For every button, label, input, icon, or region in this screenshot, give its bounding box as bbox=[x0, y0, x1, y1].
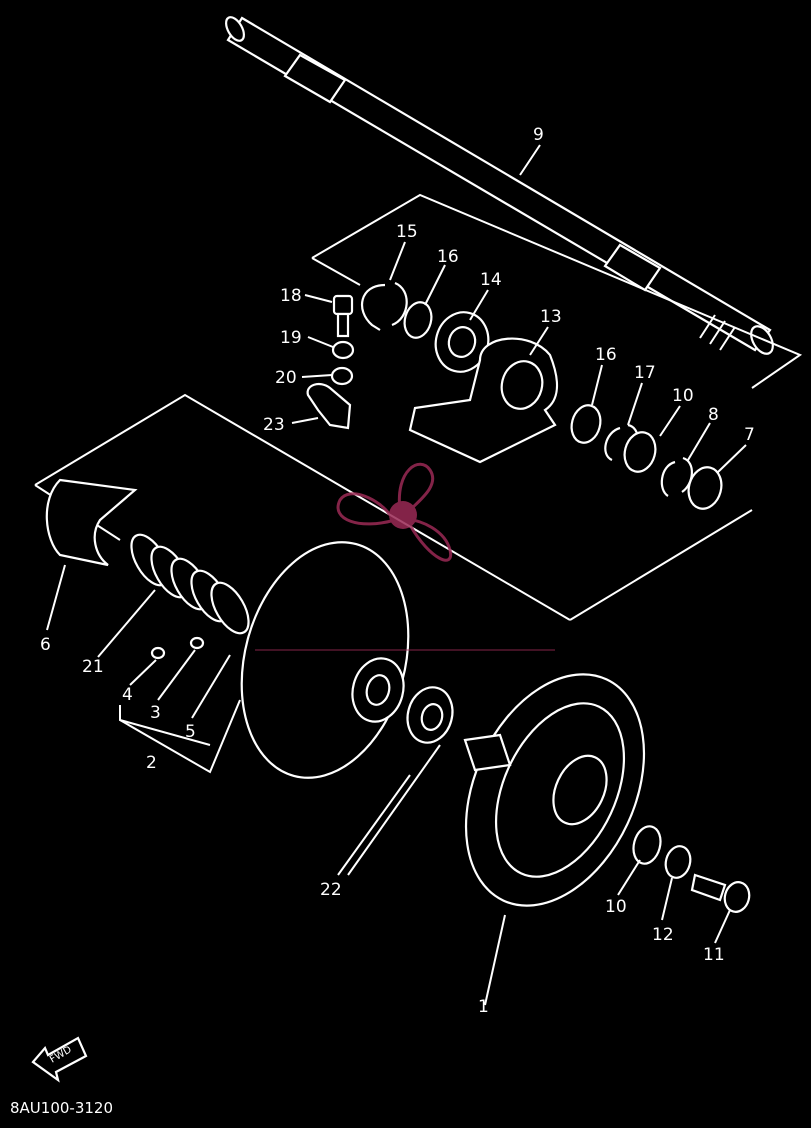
callout-label-14: 14 bbox=[480, 270, 502, 290]
washer-part bbox=[687, 466, 723, 510]
washer-part bbox=[623, 431, 657, 473]
collar-part bbox=[330, 366, 354, 386]
callout-label-17: 17 bbox=[634, 363, 656, 383]
callout-label-16b: 16 bbox=[595, 345, 617, 365]
callout-label-6: 6 bbox=[40, 635, 51, 655]
callout-label-10b: 10 bbox=[605, 897, 627, 917]
bolt-part bbox=[332, 294, 354, 338]
callout-label-22: 22 bbox=[320, 880, 342, 900]
forward-arrow-icon: FWD bbox=[31, 1036, 88, 1083]
callout-label-5: 5 bbox=[185, 722, 196, 742]
callout-label-2: 2 bbox=[146, 753, 157, 773]
callout-label-23: 23 bbox=[263, 415, 285, 435]
washer-part bbox=[403, 301, 433, 339]
callout-label-19: 19 bbox=[280, 328, 302, 348]
bearing-housing-part bbox=[408, 337, 559, 464]
callout-label-21: 21 bbox=[82, 657, 104, 677]
pin-part bbox=[150, 646, 166, 660]
cap-part bbox=[45, 478, 138, 567]
callout-label-13: 13 bbox=[540, 307, 562, 327]
watermark-logo-icon bbox=[255, 462, 555, 651]
callout-label-1: 1 bbox=[478, 997, 489, 1017]
washer-part bbox=[570, 404, 602, 444]
callout-label-15: 15 bbox=[396, 222, 418, 242]
fixed-sheave-part bbox=[463, 673, 646, 907]
shaft-part bbox=[225, 16, 774, 355]
callout-labels: 1 2 3 4 5 6 7 8 9 10 10 11 12 13 14 15 1… bbox=[40, 125, 755, 1017]
callout-label-18: 18 bbox=[280, 286, 302, 306]
callout-label-7: 7 bbox=[744, 425, 755, 445]
callout-label-4: 4 bbox=[122, 685, 133, 705]
bushing-part bbox=[406, 686, 454, 744]
movable-sheave-part bbox=[240, 541, 410, 779]
callout-label-9: 9 bbox=[533, 125, 544, 145]
spring-part bbox=[130, 533, 250, 635]
callout-label-11: 11 bbox=[703, 945, 725, 965]
washer-part bbox=[632, 825, 662, 865]
callout-label-3: 3 bbox=[150, 703, 161, 723]
nut-part bbox=[331, 340, 355, 360]
callout-label-8: 8 bbox=[708, 405, 719, 425]
leader-lines bbox=[46, 144, 747, 1006]
drawing-code: 8AU100-3120 bbox=[10, 1099, 113, 1117]
bolt-part bbox=[690, 873, 751, 913]
circlip-part bbox=[361, 281, 408, 331]
callout-label-16a: 16 bbox=[437, 247, 459, 267]
pin-part bbox=[189, 636, 205, 650]
callout-label-12: 12 bbox=[652, 925, 674, 945]
callout-label-20: 20 bbox=[275, 368, 297, 388]
bearing-part bbox=[434, 311, 490, 373]
circlip-part bbox=[660, 456, 693, 497]
upper-group-outline bbox=[311, 193, 803, 621]
spacer-part bbox=[664, 845, 692, 879]
callout-label-10a: 10 bbox=[672, 386, 694, 406]
bracket-part bbox=[306, 382, 352, 430]
